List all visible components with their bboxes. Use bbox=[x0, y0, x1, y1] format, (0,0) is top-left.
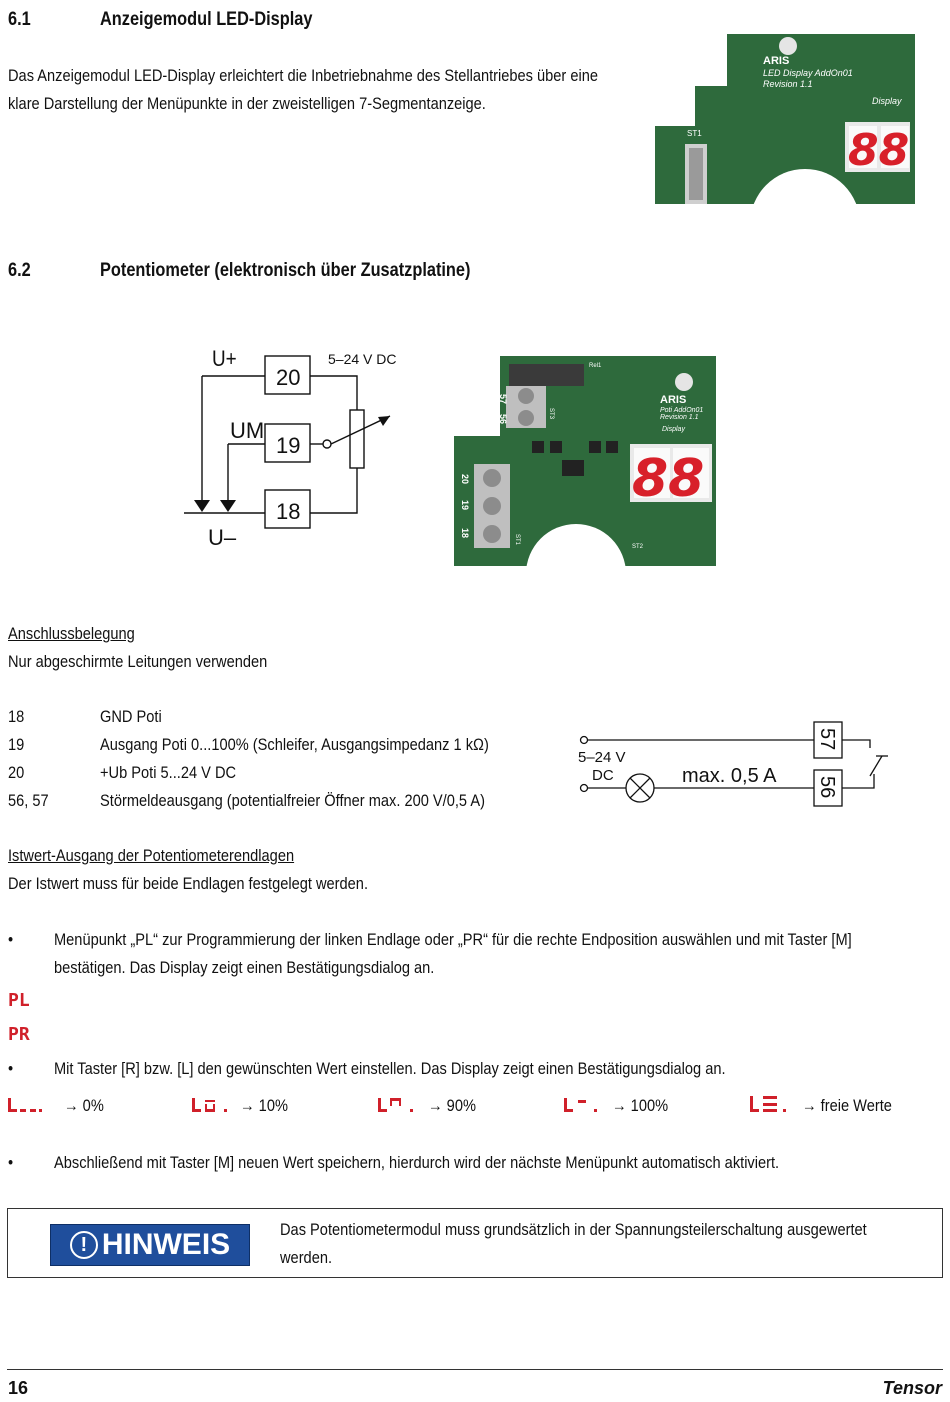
board-line1: Poti AddOn01 bbox=[660, 407, 703, 414]
istwert-note: Der Istwert muss für beide Endlagen fest… bbox=[8, 874, 369, 893]
board-st2-label: ST2 bbox=[632, 544, 644, 550]
relay-output-schematic: 5–24 V DC max. 0,5 A 57 56 bbox=[578, 721, 888, 807]
notice-badge: ! HINWEIS bbox=[50, 1224, 250, 1266]
notice-text: Das Potentiometermodul muss grundsätzlic… bbox=[280, 1220, 867, 1239]
board-line2: Revision 1.1 bbox=[763, 79, 813, 89]
voltage-label: 5–24 V DC bbox=[328, 351, 396, 367]
bullet-text: Mit Taster [R] bzw. [L] den gewünschten … bbox=[54, 1059, 726, 1078]
value-label: → 90% bbox=[428, 1096, 476, 1115]
section-title-6-2: Potentiometer (elektronisch über Zusatzp… bbox=[100, 260, 471, 281]
segment-icon-100-percent bbox=[564, 1098, 597, 1112]
value-label: → 0% bbox=[64, 1096, 104, 1115]
terminal-19: 19 bbox=[276, 433, 300, 458]
connection-desc: Störmeldeausgang (potentialfreier Öffner… bbox=[100, 791, 485, 810]
relay-label: Rel1 bbox=[589, 363, 602, 369]
led-display-board-image: ARIS LED Display AddOn01 Revision 1.1 Di… bbox=[655, 34, 915, 204]
board-connector-label: ST1 bbox=[687, 129, 702, 138]
bullet-text: Menüpunkt „PL“ zur Programmierung der li… bbox=[54, 930, 852, 949]
poti-board-image: Rel1 57 56 ST3 ARIS Poti AddOn01 Revisio… bbox=[454, 356, 716, 566]
label-uminus: U– bbox=[208, 525, 237, 550]
board-display-label: Display bbox=[872, 96, 902, 106]
terminal-20: 20 bbox=[276, 365, 300, 390]
relay-voltage: 5–24 V bbox=[578, 749, 626, 766]
value-label: → 100% bbox=[612, 1096, 669, 1115]
value-label: → 10% bbox=[240, 1096, 288, 1115]
terminal-18: 18 bbox=[276, 499, 300, 524]
paragraph-line: klare Darstellung der Menüpunkte in der … bbox=[8, 94, 486, 113]
board-brand: ARIS bbox=[763, 55, 789, 67]
section-title-6-1: Anzeigemodul LED-Display bbox=[100, 9, 313, 30]
potentiometer-schematic: U+ UM U– 20 19 18 5–24 V DC bbox=[184, 347, 396, 550]
footer-rule bbox=[7, 1369, 943, 1370]
relay-terminal-57: 57 bbox=[816, 728, 838, 750]
board-terminal-57: 57 bbox=[498, 394, 508, 404]
label-uplus: U+ bbox=[212, 347, 237, 372]
bullet: • bbox=[8, 1059, 14, 1078]
segment-icon-free-values bbox=[750, 1096, 786, 1112]
istwert-heading: Istwert-Ausgang der Potentiometerendlage… bbox=[8, 846, 295, 865]
connection-term: 20 bbox=[8, 763, 25, 782]
connection-term: 18 bbox=[8, 707, 25, 726]
seven-segment-digits: 88 bbox=[848, 125, 909, 176]
page-number: 16 bbox=[8, 1378, 29, 1398]
bullet: • bbox=[8, 1153, 14, 1172]
notice-badge-label: HINWEIS bbox=[101, 1228, 231, 1261]
connection-term: 19 bbox=[8, 735, 25, 754]
connection-desc: Ausgang Poti 0...100% (Schleifer, Ausgan… bbox=[100, 735, 489, 754]
connection-term: 56, 57 bbox=[8, 791, 49, 810]
board-display-label: Display bbox=[662, 426, 685, 433]
connection-desc: +Ub Poti 5...24 V DC bbox=[100, 763, 237, 782]
relay-terminal-56: 56 bbox=[816, 776, 838, 798]
board-st1-label: ST1 bbox=[514, 534, 520, 546]
notice-box bbox=[7, 1208, 943, 1278]
board-line2: Revision 1.1 bbox=[660, 414, 699, 421]
section-number-6-2: 6.2 bbox=[8, 260, 31, 281]
bullet-text: bestätigen. Das Display zeigt einen Best… bbox=[54, 958, 435, 977]
relay-dc: DC bbox=[592, 767, 614, 784]
footer-brand: Tensor bbox=[882, 1378, 942, 1398]
section-number-6-1: 6.1 bbox=[8, 9, 31, 30]
paragraph-line: Das Anzeigemodul LED-Display erleichtert… bbox=[8, 66, 599, 85]
connections-heading: Anschlussbelegung bbox=[8, 624, 135, 643]
board-st3-label: ST3 bbox=[548, 408, 554, 420]
bullet: • bbox=[8, 930, 14, 949]
notice-text: werden. bbox=[280, 1248, 333, 1267]
segment-icon-90-percent bbox=[378, 1098, 413, 1112]
board-terminal-56: 56 bbox=[498, 414, 508, 424]
board-brand: ARIS bbox=[660, 394, 686, 406]
seven-segment-digits: 88 bbox=[632, 449, 704, 509]
connection-desc: GND Poti bbox=[100, 707, 162, 726]
value-label: → freie Werte bbox=[802, 1096, 892, 1115]
board-terminal-18: 18 bbox=[460, 528, 470, 538]
connections-note: Nur abgeschirmte Leitungen verwenden bbox=[8, 652, 268, 671]
segment-icon-10-percent bbox=[192, 1098, 227, 1112]
bullet-text: Abschließend mit Taster [M] neuen Wert s… bbox=[54, 1153, 780, 1172]
relay-max-current: max. 0,5 A bbox=[682, 765, 777, 787]
label-um: UM bbox=[230, 418, 264, 443]
segment-icon-0-percent bbox=[8, 1098, 42, 1112]
board-terminal-20: 20 bbox=[460, 474, 470, 484]
segment-code-pl: PL bbox=[8, 990, 30, 1011]
board-line1: LED Display AddOn01 bbox=[763, 68, 853, 78]
segment-code-pr: PR bbox=[8, 1024, 30, 1045]
board-terminal-19: 19 bbox=[460, 500, 470, 510]
exclamation-icon: ! bbox=[69, 1231, 98, 1259]
